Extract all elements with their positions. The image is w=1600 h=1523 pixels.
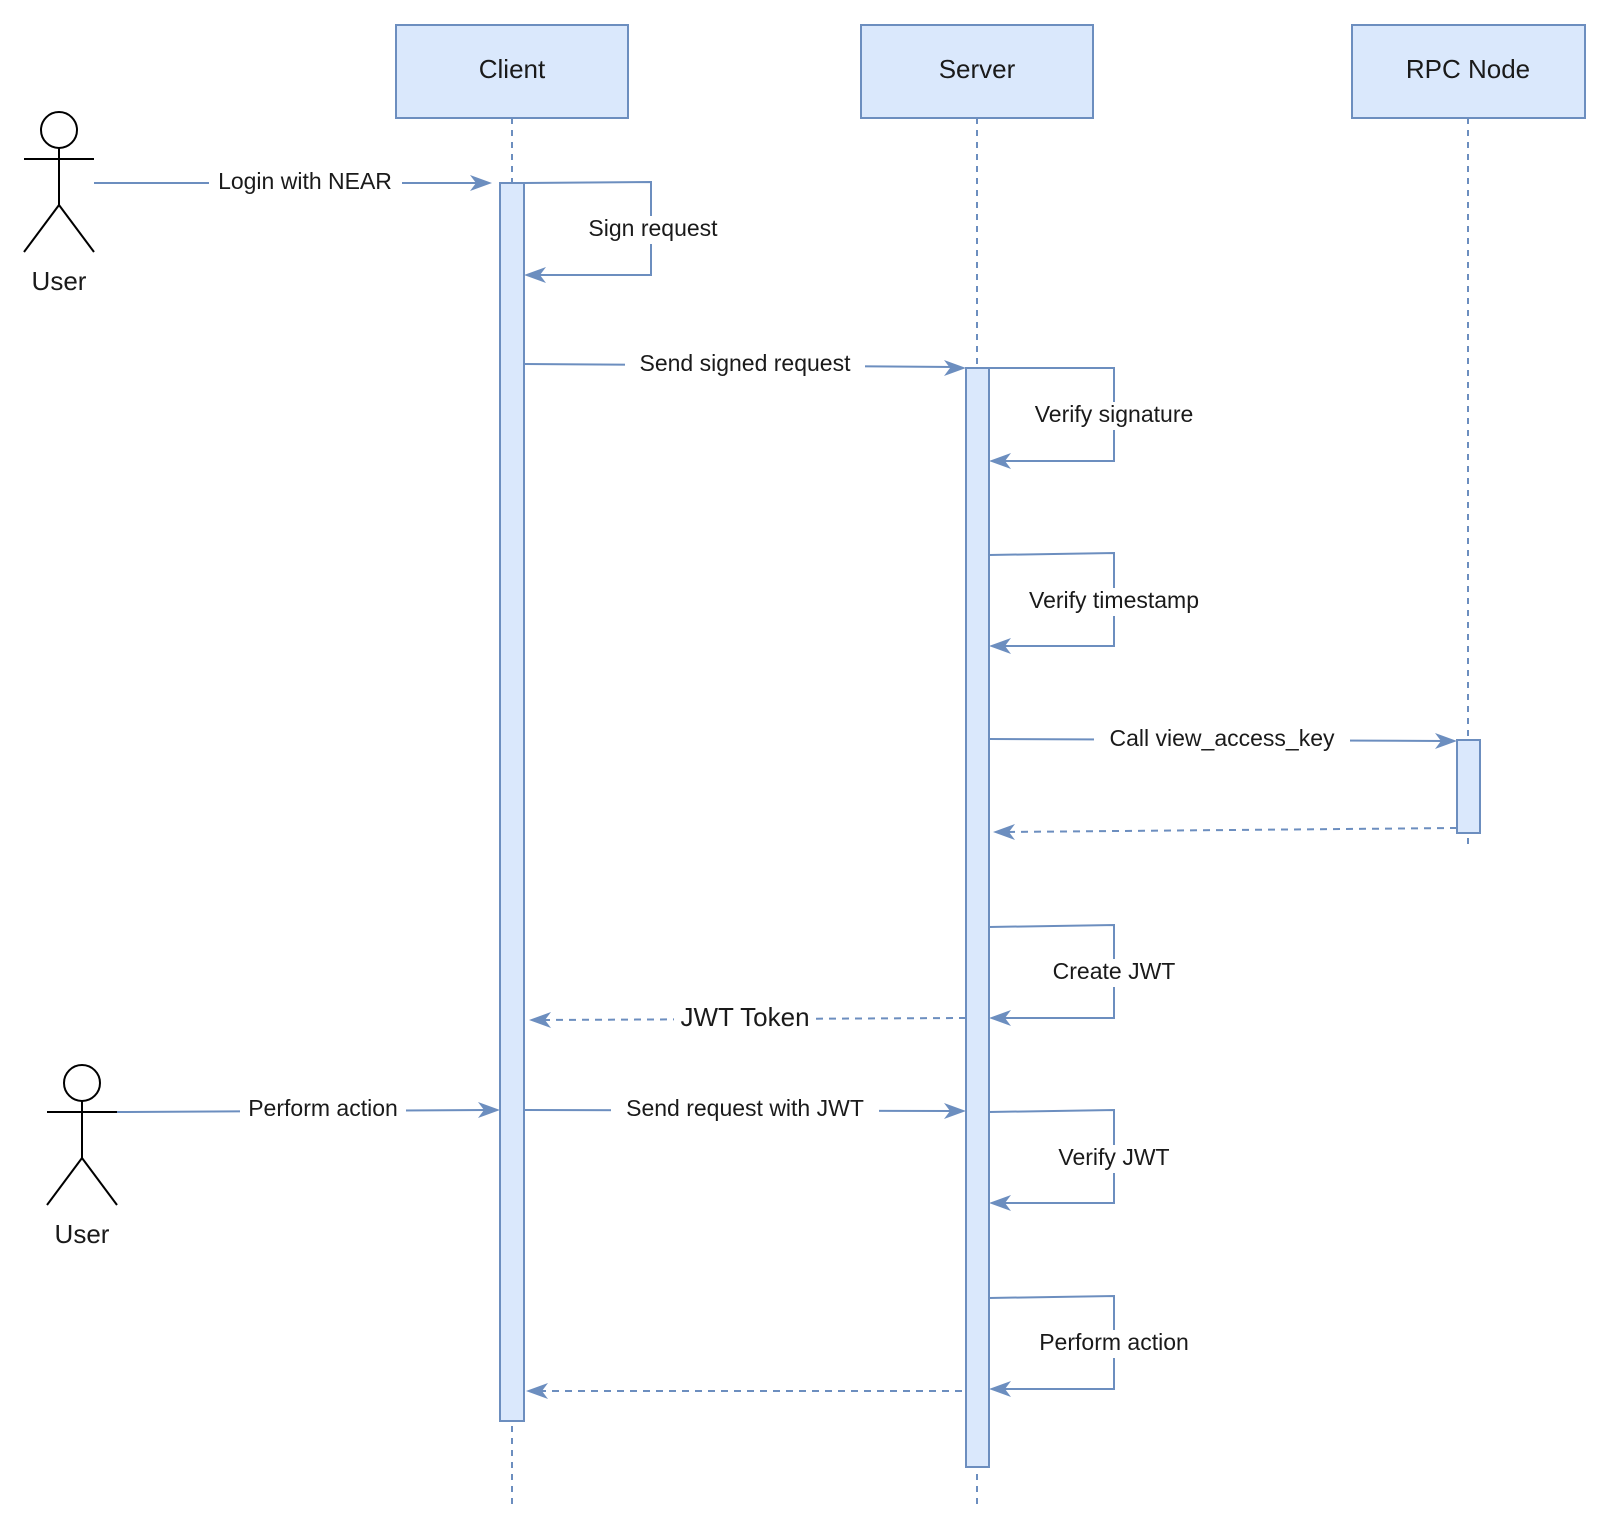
message-label: JWT Token: [680, 1002, 809, 1032]
actor-user-top: User: [23, 111, 95, 296]
actor-user-bottom-label: User: [55, 1219, 110, 1249]
server-activation: [965, 367, 990, 1468]
arrowhead: [993, 824, 1015, 840]
actor-left-leg: [46, 1157, 83, 1206]
actor-user-top-label: User: [32, 266, 87, 296]
actor-right-leg: [81, 1157, 118, 1206]
message-label-bg: [1052, 1145, 1176, 1173]
message-create-jwt[interactable]: Create JWT: [988, 923, 1184, 1026]
message-label: Perform action: [1039, 1329, 1189, 1355]
participant-rpc-node[interactable]: RPC Node: [1351, 24, 1586, 119]
message-label: Verify timestamp: [1029, 587, 1199, 613]
arrowhead: [989, 453, 1011, 469]
arrowhead: [989, 638, 1011, 654]
actor-head: [63, 1064, 101, 1102]
message-final-return[interactable]: [526, 1383, 962, 1399]
arrowhead: [1435, 733, 1457, 749]
participant-server[interactable]: Server: [860, 24, 1094, 119]
actor-left-leg: [23, 204, 60, 253]
message-label-bg: [611, 1096, 879, 1124]
participant-server-label: Server: [939, 54, 1016, 84]
message-label: Call view_access_key: [1110, 725, 1335, 751]
actor-head: [40, 111, 78, 149]
message-label-bg: [625, 351, 865, 379]
arrowhead: [944, 1103, 966, 1119]
message-label-bg: [581, 216, 725, 244]
message-label-bg: [674, 1004, 816, 1034]
arrowhead: [526, 1383, 548, 1399]
message-call-view-access-key[interactable]: Call view_access_key: [988, 725, 1457, 754]
message-verify-jwt[interactable]: Verify JWT: [988, 1108, 1176, 1211]
arrowhead: [944, 360, 966, 376]
arrowhead: [478, 1102, 500, 1118]
message-label: Create JWT: [1053, 958, 1176, 984]
participant-rpc-node-label: RPC Node: [1406, 54, 1530, 84]
arrowhead: [989, 1381, 1011, 1397]
arrowhead: [529, 1012, 551, 1028]
participant-client[interactable]: Client: [395, 24, 629, 119]
message-label: Perform action: [248, 1095, 398, 1121]
message-label-bg: [209, 169, 402, 197]
rpc-activation: [1456, 739, 1481, 834]
message-label: Send signed request: [640, 350, 852, 376]
message-perform-action-user[interactable]: Perform action: [116, 1095, 500, 1124]
message-jwt-token[interactable]: JWT Token: [529, 1002, 967, 1034]
participant-client-label: Client: [479, 54, 546, 84]
message-label-bg: [1094, 726, 1350, 754]
message-label-bg: [240, 1096, 406, 1124]
message-send-signed-request[interactable]: Send signed request: [523, 350, 966, 379]
message-label: Verify JWT: [1058, 1144, 1169, 1170]
participant-client-box: [395, 24, 629, 119]
message-label-bg: [1044, 959, 1184, 987]
arrowhead: [989, 1010, 1011, 1026]
message-label-bg: [1016, 588, 1212, 616]
message-label: Login with NEAR: [218, 168, 392, 194]
message-verify-timestamp[interactable]: Verify timestamp: [988, 551, 1212, 654]
arrowhead: [524, 267, 546, 283]
message-label-bg: [1030, 1330, 1200, 1358]
message-rpc-return[interactable]: [993, 824, 1458, 840]
actor-user-bottom: User: [46, 1064, 118, 1249]
message-label: Send request with JWT: [626, 1095, 864, 1121]
message-send-request-with-jwt[interactable]: Send request with JWT: [523, 1095, 966, 1124]
message-label: Sign request: [588, 215, 718, 241]
message-label-bg: [1022, 402, 1206, 430]
message-perform-action-server[interactable]: Perform action: [988, 1294, 1200, 1397]
message-verify-signature[interactable]: Verify signature: [989, 367, 1206, 469]
message-line: [1004, 827, 1458, 833]
message-login-with-near[interactable]: Login with NEAR: [94, 168, 492, 197]
participant-rpc-node-box: [1351, 24, 1586, 119]
message-label: Verify signature: [1035, 401, 1194, 427]
participant-server-box: [860, 24, 1094, 119]
actor-right-leg: [58, 204, 95, 253]
arrowhead: [989, 1195, 1011, 1211]
client-activation: [499, 182, 525, 1422]
arrowhead: [470, 175, 492, 191]
message-sign-request[interactable]: Sign request: [523, 180, 725, 283]
